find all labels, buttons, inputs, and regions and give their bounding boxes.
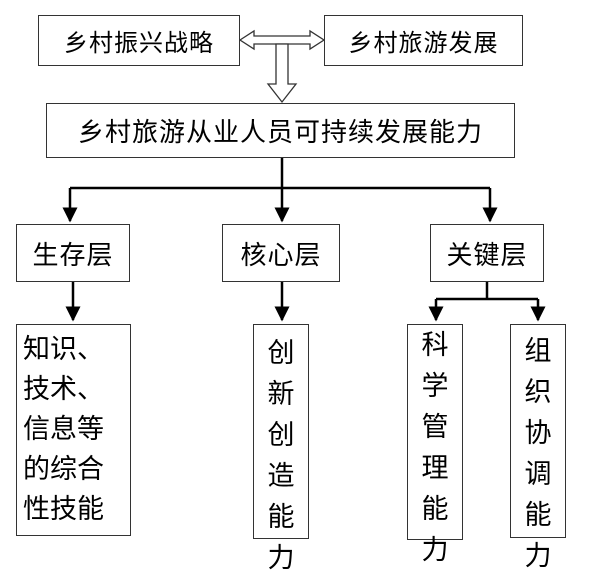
rural-revitalization-strategy-box: 乡村振兴战略 (38, 15, 240, 66)
organization-coordination-label: 组织协调能力 (524, 336, 552, 572)
rural-revitalization-strategy-label: 乡村振兴战略 (64, 29, 214, 57)
survival-layer-label: 生存层 (32, 240, 114, 271)
key-layer-box: 关键层 (430, 224, 544, 282)
rural-tourism-development-box: 乡村旅游发展 (324, 15, 523, 66)
core-layer-box: 核心层 (222, 224, 340, 282)
comprehensive-skills-box: 知识、技术、信息等的综合性技能 (16, 324, 131, 536)
key-layer-label: 关键层 (446, 240, 528, 271)
sustainable-capability-label: 乡村旅游从业人员可持续发展能力 (77, 118, 483, 148)
innovation-capability-box: 创新创造能力 (253, 324, 309, 574)
survival-layer-box: 生存层 (16, 224, 130, 282)
comprehensive-skills-label: 知识、技术、信息等的综合性技能 (23, 334, 104, 525)
tree-connector-level1 (62, 158, 498, 223)
hollow-down-arrow (266, 43, 298, 104)
scientific-management-label: 科学管理能力 (421, 330, 449, 566)
core-layer-label: 核心层 (240, 240, 322, 271)
connector-lines (62, 29, 546, 322)
organization-coordination-box: 组织协调能力 (510, 324, 566, 572)
rural-tourism-development-label: 乡村旅游发展 (348, 29, 499, 57)
scientific-management-box: 科学管理能力 (407, 324, 463, 566)
innovation-capability-label: 创新创造能力 (267, 338, 295, 574)
sustainable-capability-box: 乡村旅游从业人员可持续发展能力 (46, 103, 515, 158)
tree-connector-level2 (65, 282, 546, 322)
